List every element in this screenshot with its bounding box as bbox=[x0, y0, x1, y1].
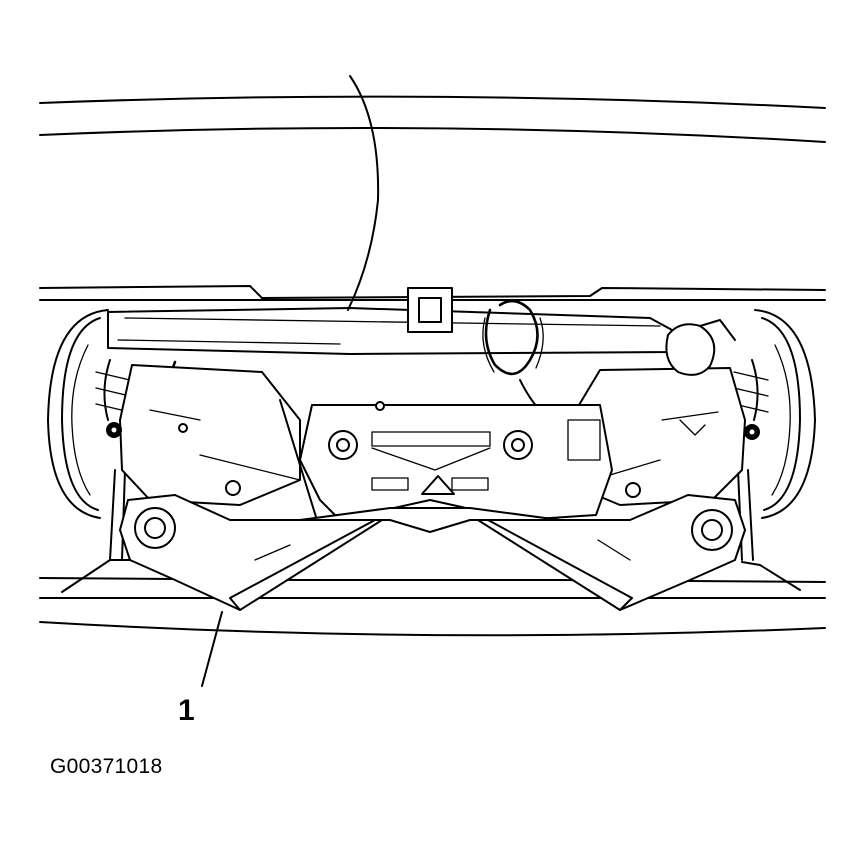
bumper-beam bbox=[107, 307, 673, 355]
callout-1-leader bbox=[201, 611, 223, 687]
right-tire bbox=[754, 309, 816, 519]
bushing-icon bbox=[134, 430, 733, 551]
figure-code: G00371018 bbox=[50, 755, 163, 778]
left-trailing-arm bbox=[119, 364, 321, 531]
trailer-hitch-receiver-icon bbox=[407, 287, 453, 333]
canister bbox=[665, 319, 736, 376]
callout-1-label: 1 bbox=[178, 694, 195, 727]
body-outline-lower bbox=[39, 577, 826, 637]
wire-harness-lead bbox=[347, 75, 380, 311]
left-tire bbox=[47, 309, 109, 519]
lower-splash bbox=[61, 559, 801, 593]
body-outline-upper bbox=[39, 95, 826, 301]
center-crossmember bbox=[299, 404, 613, 521]
left-spring-strut bbox=[95, 359, 131, 561]
bolt-icon bbox=[106, 401, 760, 498]
rear-suspension-crossmember bbox=[119, 494, 746, 611]
